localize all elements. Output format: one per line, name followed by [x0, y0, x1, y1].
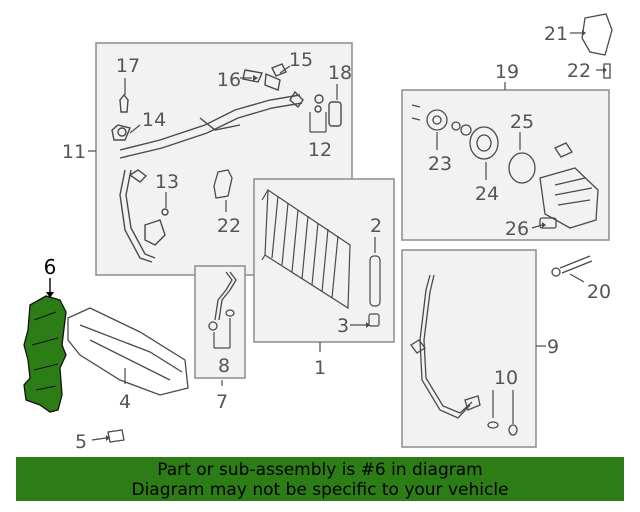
callout-4: 4 — [119, 391, 131, 413]
callout-7: 7 — [216, 391, 228, 413]
pipe-assembly-art — [208, 271, 237, 331]
callout-2: 2 — [370, 215, 382, 237]
banner-line-2: Diagram may not be specific to your vehi… — [131, 480, 509, 500]
callout-9: 9 — [547, 336, 559, 358]
leader-lines-9 — [492, 345, 546, 424]
leader-arrows — [106, 30, 607, 441]
leader-lines-loose — [91, 32, 603, 441]
callout-14: 14 — [142, 109, 166, 131]
leader-arrow-6 — [46, 292, 54, 298]
callout-17: 17 — [116, 55, 140, 77]
callout-18: 18 — [328, 62, 352, 84]
callout-13: 13 — [155, 171, 179, 193]
callout-8: 8 — [218, 355, 230, 377]
highlighted-part-6[interactable] — [23, 295, 67, 413]
callout-11: 11 — [62, 141, 86, 163]
hose-assembly-art — [410, 274, 518, 436]
group-box-19 — [401, 89, 610, 241]
callout-22-right: 22 — [567, 60, 591, 82]
callout-26: 26 — [505, 218, 529, 240]
leader-lines-19 — [436, 82, 543, 229]
callout-16: 16 — [217, 69, 241, 91]
banner-line-1: Part or sub-assembly is #6 in diagram — [157, 460, 483, 480]
condenser-art — [261, 188, 381, 327]
deflector-4-art — [67, 307, 189, 396]
group-box-9 — [401, 249, 537, 448]
callout-10: 10 — [494, 367, 518, 389]
callout-20: 20 — [587, 281, 611, 303]
leader-lines-1 — [319, 237, 376, 352]
callout-25: 25 — [510, 111, 534, 133]
callout-15: 15 — [289, 49, 313, 71]
group-box-7 — [194, 265, 246, 379]
callout-3: 3 — [337, 315, 349, 337]
group-box-1 — [253, 178, 395, 343]
ac-line-assembly-art — [111, 63, 342, 263]
callout-12: 12 — [308, 139, 332, 161]
callout-24: 24 — [475, 183, 499, 205]
leader-lines-7 — [213, 318, 231, 386]
callout-23: 23 — [428, 153, 452, 175]
callout-5: 5 — [75, 431, 87, 453]
callout-1: 1 — [314, 357, 326, 379]
info-banner: Part or sub-assembly is #6 in diagram Di… — [16, 457, 624, 501]
loose-parts-art — [107, 13, 613, 443]
compressor-art — [411, 104, 599, 229]
leader-lines-11 — [88, 65, 338, 208]
callout-19: 19 — [495, 61, 519, 83]
callout-22-left: 22 — [217, 215, 241, 237]
callout-21: 21 — [544, 23, 568, 45]
callout-6: 6 — [44, 255, 57, 279]
